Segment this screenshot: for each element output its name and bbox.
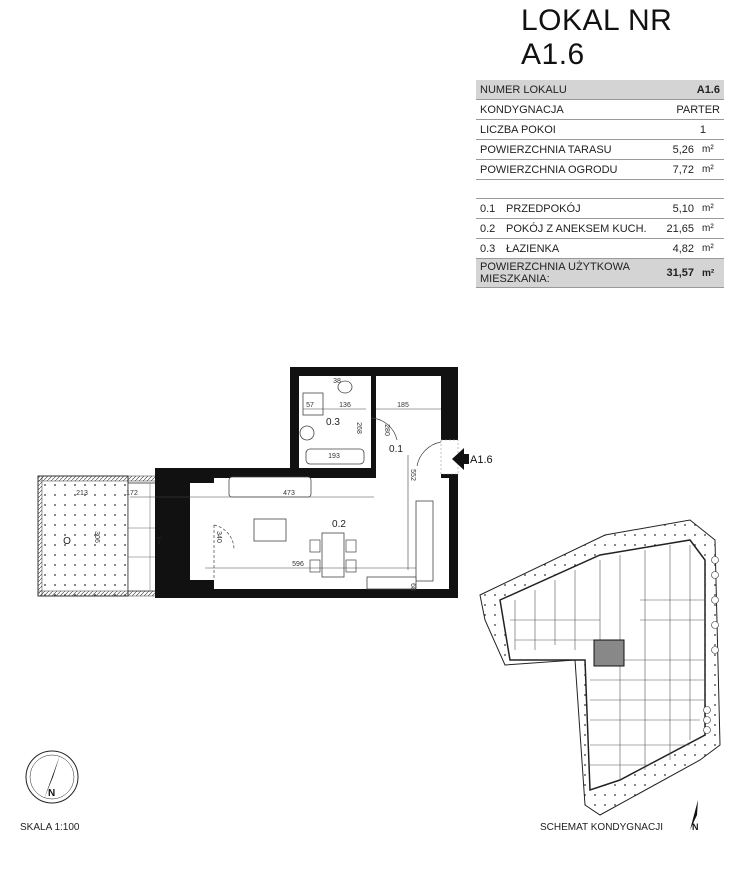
row-value: 7,72 — [662, 159, 698, 180]
highlighted-unit — [593, 639, 625, 667]
row-unit: m² — [698, 198, 724, 219]
room-number: 0.1 — [476, 198, 502, 219]
dim-label: 473 — [283, 490, 295, 497]
row-unit: m² — [698, 218, 724, 239]
kitchen-counter — [415, 500, 434, 582]
dim-label: 172 — [126, 490, 138, 497]
row-value: 1 — [662, 119, 724, 140]
compass-icon: N — [25, 750, 79, 804]
dim-label: 136 — [339, 402, 351, 409]
dim-label: 552 — [409, 469, 416, 481]
row-unit: m² — [698, 139, 724, 160]
garden — [37, 475, 129, 597]
room-label-0.3: 0.3 — [326, 417, 340, 428]
row-value: A1.6 — [662, 80, 724, 100]
room-area: 21,65 — [662, 218, 698, 239]
sofa — [228, 476, 312, 498]
room-number: 0.2 — [476, 218, 502, 239]
dim-label: 596 — [292, 561, 304, 568]
dim-label: 280 — [383, 424, 390, 436]
row-unit: m² — [698, 159, 724, 180]
room-label-garden: O — [63, 536, 71, 547]
room-label-0.1: 0.1 — [389, 444, 403, 455]
room-label-0.2: 0.2 — [332, 519, 346, 530]
row-label: KONDYGNACJA — [476, 99, 663, 120]
room-area: 5,10 — [662, 198, 698, 219]
room-name: POKÓJ Z ANEKSEM KUCH. — [502, 218, 663, 239]
toilet — [337, 380, 353, 394]
row-label: NUMER LOKALU — [476, 80, 663, 100]
dim-label: 68 — [409, 583, 416, 591]
dining-table — [321, 532, 345, 578]
room-name: ŁAZIENKA — [502, 238, 663, 259]
dim-label: 340 — [215, 531, 222, 543]
scale-label: SKALA 1:100 — [20, 822, 80, 833]
compass-letter: N — [48, 788, 55, 799]
row-value: 5,26 — [662, 139, 698, 160]
row-value: PARTER — [662, 99, 724, 120]
row-label: POWIERZCHNIA OGRODU — [476, 159, 663, 180]
dim-label: 57 — [306, 402, 314, 409]
row-unit: m² — [698, 258, 724, 288]
entrance-arrow-icon — [452, 448, 469, 470]
building-schematic: N — [479, 519, 721, 832]
room-label-terrace: T — [156, 536, 162, 547]
room-name: PRZEDPOKÓJ — [502, 198, 663, 219]
entrance-label: A1.6 — [470, 454, 493, 466]
dim-label: 38 — [333, 378, 341, 385]
north-arrow-icon — [690, 800, 698, 830]
dim-label: 306 — [93, 531, 100, 543]
total-value: 31,57 — [662, 258, 698, 288]
dim-label: 185 — [397, 402, 409, 409]
bathtub — [305, 448, 365, 465]
sink — [299, 425, 315, 441]
room-number: 0.3 — [476, 238, 502, 259]
page-title: LOKAL NR A1.6 — [521, 4, 673, 71]
coffee-table — [253, 518, 287, 542]
dim-label: 213 — [76, 490, 88, 497]
room-area: 4,82 — [662, 238, 698, 259]
row-unit: m² — [698, 238, 724, 259]
entrance-door — [416, 441, 442, 467]
total-label: POWIERZCHNIA UŻYTKOWA MIESZKANIA: — [476, 258, 663, 288]
svg-text:N: N — [692, 822, 699, 832]
row-label: POWIERZCHNIA TARASU — [476, 139, 663, 160]
row-label: LICZBA POKOI — [476, 119, 663, 140]
dim-label: 268 — [355, 422, 362, 434]
schematic-label: SCHEMAT KONDYGNACJI — [540, 822, 663, 833]
dim-label: 193 — [328, 453, 340, 460]
